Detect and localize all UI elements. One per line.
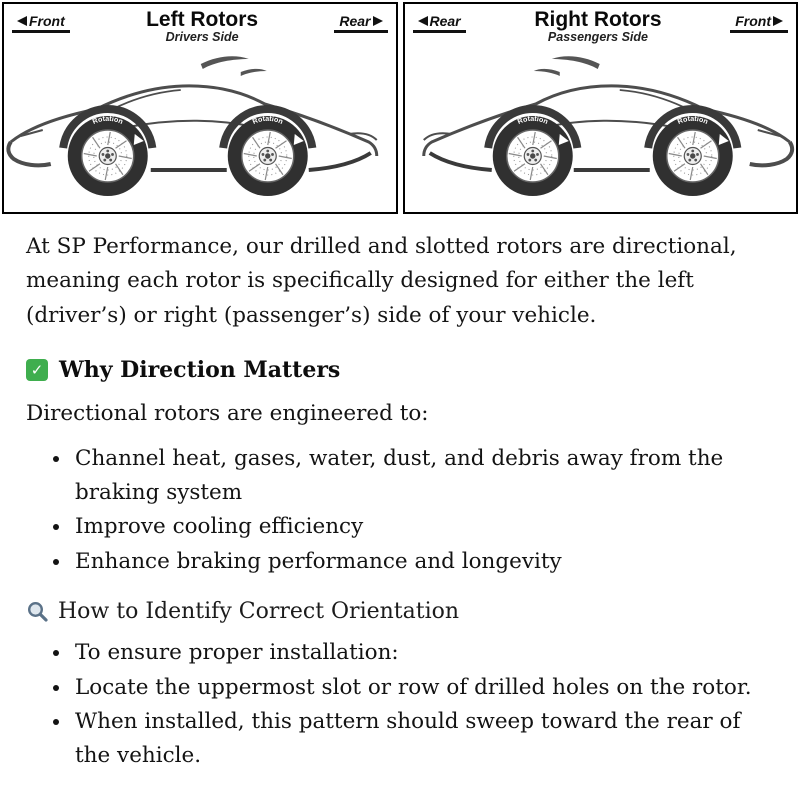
direction-label: Rear: [429, 13, 461, 29]
engineered-to-lead: Directional rotors are engineered to:: [26, 401, 429, 427]
arrow-left-icon: [17, 16, 27, 26]
rear-wheel-rotor: [491, 113, 573, 197]
why-direction-matters-heading: ✓ Why Direction Matters: [26, 357, 774, 383]
arrow-right-icon: [773, 16, 783, 26]
check-icon: ✓: [26, 359, 48, 382]
article-body: At SP Performance, our drilled and slott…: [0, 214, 800, 774]
right-panel-title: Right Rotors Passengers Side: [534, 8, 662, 45]
right-car-illustration: [405, 44, 797, 197]
bullet-item: Channel heat, gases, water, dust, and de…: [72, 442, 774, 511]
intro-paragraph: At SP Performance, our drilled and slott…: [26, 234, 737, 328]
direction-label: Front: [735, 13, 771, 29]
front-direction-arrow: Front: [12, 13, 70, 33]
bullet-item: To ensure proper installation:: [72, 636, 774, 670]
heading-text: Why Direction Matters: [59, 357, 341, 384]
direction-label: Front: [29, 13, 65, 29]
rear-direction-arrow: Rear: [412, 13, 466, 33]
direction-label: Rear: [339, 13, 371, 29]
arrow-left-icon: [417, 16, 428, 26]
rear-direction-arrow: Rear: [334, 13, 388, 33]
heading-text: How to Identify Correct Orientation: [58, 599, 460, 625]
left-rotors-panel: Front Left Rotors Drivers Side Rear: [2, 2, 398, 214]
why-bullet-list: Channel heat, gases, water, dust, and de…: [72, 442, 774, 580]
arrow-right-icon: [372, 16, 383, 26]
left-panel-title: Left Rotors Drivers Side: [146, 8, 259, 45]
front-direction-arrow: Front: [730, 13, 788, 33]
left-panel-header: Front Left Rotors Drivers Side Rear: [4, 4, 396, 44]
right-panel-header: Rear Right Rotors Passengers Side Front: [405, 4, 797, 44]
bullet-item: When installed, this pattern should swee…: [72, 705, 774, 774]
rotor-direction-diagram: Front Left Rotors Drivers Side Rear: [0, 0, 800, 214]
bullet-item: Enhance braking performance and longevit…: [72, 545, 774, 579]
panel-title-text: Right Rotors: [534, 8, 662, 31]
bullet-item: Locate the uppermost slot or row of dril…: [72, 671, 774, 705]
car-body-art: [423, 56, 791, 170]
car-body-art: [8, 56, 376, 170]
magnifier-icon: [27, 602, 48, 622]
panel-subtitle-text: Passengers Side: [547, 30, 648, 45]
rear-wheel-rotor: [227, 113, 309, 197]
panel-subtitle-text: Drivers Side: [165, 30, 239, 45]
right-rotors-panel: Rear Right Rotors Passengers Side Front: [402, 2, 798, 214]
left-car-illustration: Rotation: [4, 44, 396, 197]
bullet-item: Improve cooling efficiency: [72, 510, 774, 544]
panel-title-text: Left Rotors: [146, 8, 259, 31]
how-bullet-list: To ensure proper installation:Locate the…: [72, 636, 774, 774]
how-to-identify-heading: How to Identify Correct Orientation: [26, 599, 774, 624]
